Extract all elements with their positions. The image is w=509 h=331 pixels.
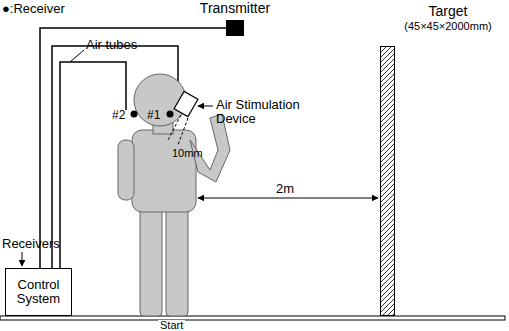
position-label: Start — [158, 320, 185, 331]
dimension: 10mm — [172, 146, 203, 160]
air-jet — [168, 115, 188, 145]
callout-number: #1 — [147, 108, 160, 122]
leader-line — [22, 252, 23, 266]
part-label: Air tubes — [86, 38, 137, 52]
control-box: Control System — [5, 268, 72, 316]
receiver-dot — [167, 111, 174, 118]
part-label: Receivers — [2, 237, 60, 251]
air-device — [174, 91, 198, 116]
part-label: Air Stimulation Device — [216, 98, 312, 126]
legend-note: ●:Receiver — [2, 2, 65, 16]
dimension: 2m — [276, 182, 294, 196]
receiver-dot — [131, 111, 138, 118]
node-title: Transmitter — [200, 1, 270, 15]
target-bar: Target(45×45×2000mm) — [380, 46, 395, 316]
node-title: Target — [429, 4, 468, 18]
dimension-note: (45×45×2000mm) — [404, 19, 491, 33]
leader-line — [198, 106, 213, 107]
callout-number: #2 — [112, 108, 125, 122]
floor — [0, 316, 505, 320]
person-figure — [118, 74, 230, 316]
leader-line — [70, 50, 84, 62]
box-label: Control System — [6, 278, 71, 306]
transmitter-box: Transmitter — [226, 20, 244, 36]
signal-wire — [40, 28, 226, 268]
hatch-fill — [381, 47, 394, 315]
receiver-wire — [60, 62, 126, 268]
dimension-line — [198, 198, 378, 199]
